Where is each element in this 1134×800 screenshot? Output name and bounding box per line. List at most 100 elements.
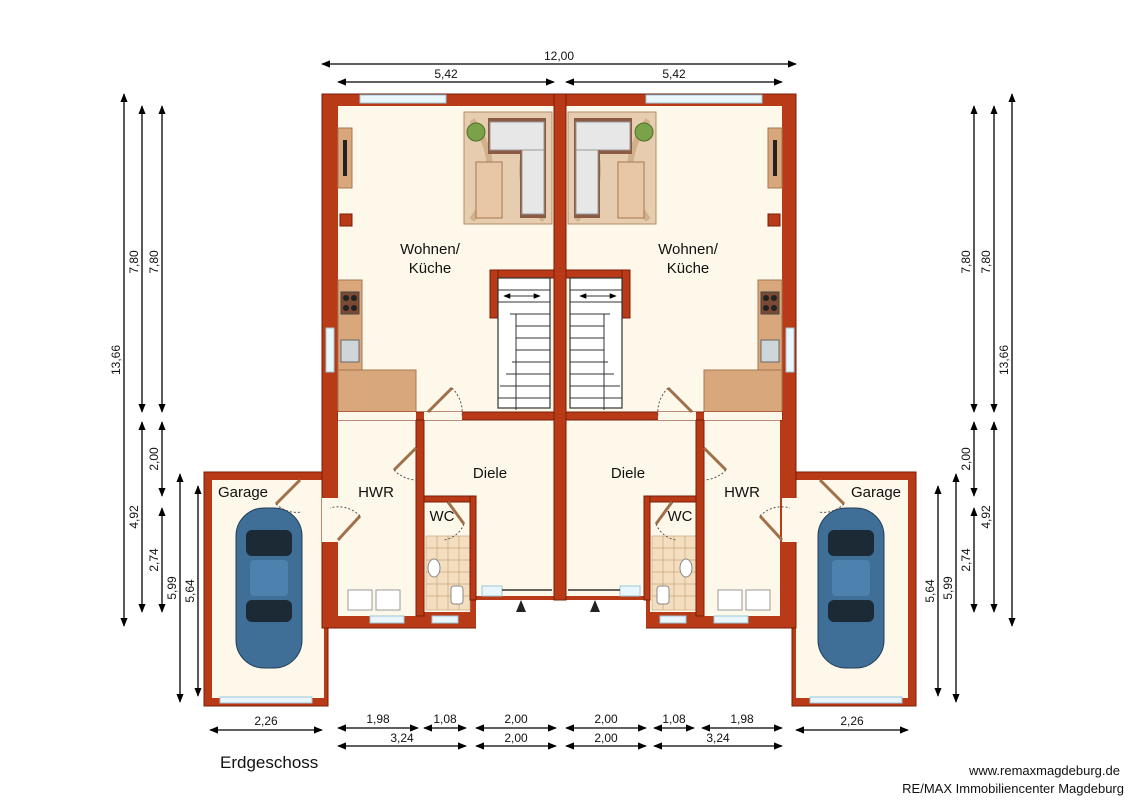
dimension-label: 2,00 xyxy=(504,731,528,745)
dimension-label: 2,00 xyxy=(959,447,973,471)
room-label-right-garage: Garage xyxy=(851,484,901,501)
dimension-label: 2,00 xyxy=(504,712,528,726)
dimension-bottom-right-sum: 3,24 xyxy=(653,731,783,750)
left-wc-top-wall xyxy=(423,495,475,503)
dimension-label: 7,80 xyxy=(979,250,993,274)
left-hwr-wall xyxy=(415,419,425,617)
dimension-bottom-left-sum: 3,24 xyxy=(337,731,467,750)
dimension-left-wohnen-b: 7,80 xyxy=(147,105,166,413)
right-garage-passage xyxy=(782,498,798,542)
right-wc-side-wall xyxy=(643,495,651,601)
dimension-right-wohnen-a: 7,80 xyxy=(959,105,978,413)
dimension-left-garage-a: 5,99 xyxy=(165,473,184,703)
dimension-label: 7,80 xyxy=(959,250,973,274)
dimension-top-left: 5,42 xyxy=(337,67,555,86)
right-side-window xyxy=(785,327,795,373)
dimension-label: 1,98 xyxy=(730,712,754,726)
right-hwr-floor xyxy=(702,420,780,616)
left-sofa-icon xyxy=(463,111,553,225)
right-stairs xyxy=(563,269,631,410)
dimension-label: 5,99 xyxy=(165,576,179,600)
dimension-left-garage-b: 5,64 xyxy=(183,485,202,697)
left-door-gap xyxy=(424,412,462,420)
right-car-icon xyxy=(817,507,885,669)
right-wc-top-wall xyxy=(645,495,697,503)
dimension-right-flur: 2,00 xyxy=(959,421,978,497)
dimension-label: 1,08 xyxy=(433,712,457,726)
dimension-right-wohnen-b: 7,80 xyxy=(979,105,998,413)
dimension-label: 12,00 xyxy=(544,49,574,63)
right-living-opening xyxy=(704,412,782,420)
right-tv-screen xyxy=(773,140,777,176)
dimension-label: 2,74 xyxy=(147,548,161,572)
right-kitchen xyxy=(703,279,783,413)
right-hwr-wall xyxy=(695,419,705,617)
right-wc-tiles xyxy=(651,535,697,611)
room-label-right-wc: WC xyxy=(668,508,693,525)
dimension-right-garage-a: 5,99 xyxy=(941,473,960,703)
room-label-right-diele: Diele xyxy=(611,465,645,482)
left-chimney xyxy=(339,213,353,227)
credit-url: www.remaxmagdeburg.de xyxy=(968,763,1120,778)
dimension-right-hwr: 4,92 xyxy=(979,421,998,613)
dimension-left-hwr-part: 2,74 xyxy=(147,507,166,613)
dimension-left-flur: 2,00 xyxy=(147,421,166,497)
left-living-opening xyxy=(338,412,416,420)
left-washer-icon xyxy=(347,589,401,611)
dimension-bottom-right-diele-2: 2,00 xyxy=(565,731,647,750)
room-label-left-diele: Diele xyxy=(473,465,507,482)
dimension-label: 13,66 xyxy=(997,345,1011,375)
dimension-bottom-left-hwr: 1,98 xyxy=(337,712,419,732)
dimension-right-total: 13,66 xyxy=(997,93,1016,627)
right-top-window xyxy=(645,94,763,104)
right-wc-window xyxy=(659,615,687,624)
left-top-window xyxy=(359,94,447,104)
left-stairs xyxy=(489,269,557,410)
entrance-recess xyxy=(476,600,646,630)
dimension-label: 5,64 xyxy=(923,579,937,603)
dimension-label: 5,42 xyxy=(662,67,686,81)
room-label-right-kueche: Küche xyxy=(667,260,710,277)
party-wall xyxy=(553,93,567,601)
right-entrance-sidelight xyxy=(619,585,641,597)
right-sofa-icon xyxy=(567,111,657,225)
room-label-right-wohnen: Wohnen/ xyxy=(658,241,719,258)
dimension-label: 7,80 xyxy=(147,250,161,274)
dimension-label: 1,98 xyxy=(366,712,390,726)
dimension-label: 2,74 xyxy=(959,548,973,572)
left-wc-side-wall xyxy=(469,495,477,601)
left-tv-screen xyxy=(343,140,347,176)
dimension-bottom-right-diele: 2,00 xyxy=(565,712,647,732)
room-label-left-hwr: HWR xyxy=(358,484,394,501)
dimension-label: 2,00 xyxy=(147,447,161,471)
room-label-left-garage: Garage xyxy=(218,484,268,501)
left-car-icon xyxy=(235,507,303,669)
credit-company: RE/MAX Immobiliencenter Magdeburg xyxy=(902,781,1124,796)
dimension-top-total: 12,00 xyxy=(321,49,797,68)
dimension-bottom-left-diele-2: 2,00 xyxy=(475,731,557,750)
dimension-label: 2,00 xyxy=(594,712,618,726)
right-garage-door xyxy=(809,696,903,704)
dimension-top-right: 5,42 xyxy=(565,67,783,86)
dimension-label: 2,26 xyxy=(840,714,864,728)
room-label-left-wc: WC xyxy=(430,508,455,525)
left-side-window xyxy=(325,327,335,373)
dimension-bottom-right-hwr: 1,98 xyxy=(701,712,783,732)
dimension-bottom-left-garage: 2,26 xyxy=(209,714,323,734)
left-wc-tiles xyxy=(425,535,471,611)
room-label-left-kueche: Küche xyxy=(409,260,452,277)
left-hwr-floor xyxy=(338,420,416,616)
room-label-left-wohnen: Wohnen/ xyxy=(400,241,461,258)
dimension-bottom-right-garage: 2,26 xyxy=(795,714,909,734)
right-chimney xyxy=(767,213,781,227)
dimension-label: 13,66 xyxy=(109,345,123,375)
left-hwr-window xyxy=(369,615,405,624)
dimension-left-wohnen-a: 7,80 xyxy=(127,105,146,413)
left-entrance-sidelight xyxy=(481,585,503,597)
dimension-label: 3,24 xyxy=(706,731,730,745)
left-wc-window xyxy=(431,615,459,624)
dimension-label: 3,24 xyxy=(390,731,414,745)
right-door-gap xyxy=(658,412,696,420)
right-entrance-arrow-icon xyxy=(590,600,600,612)
